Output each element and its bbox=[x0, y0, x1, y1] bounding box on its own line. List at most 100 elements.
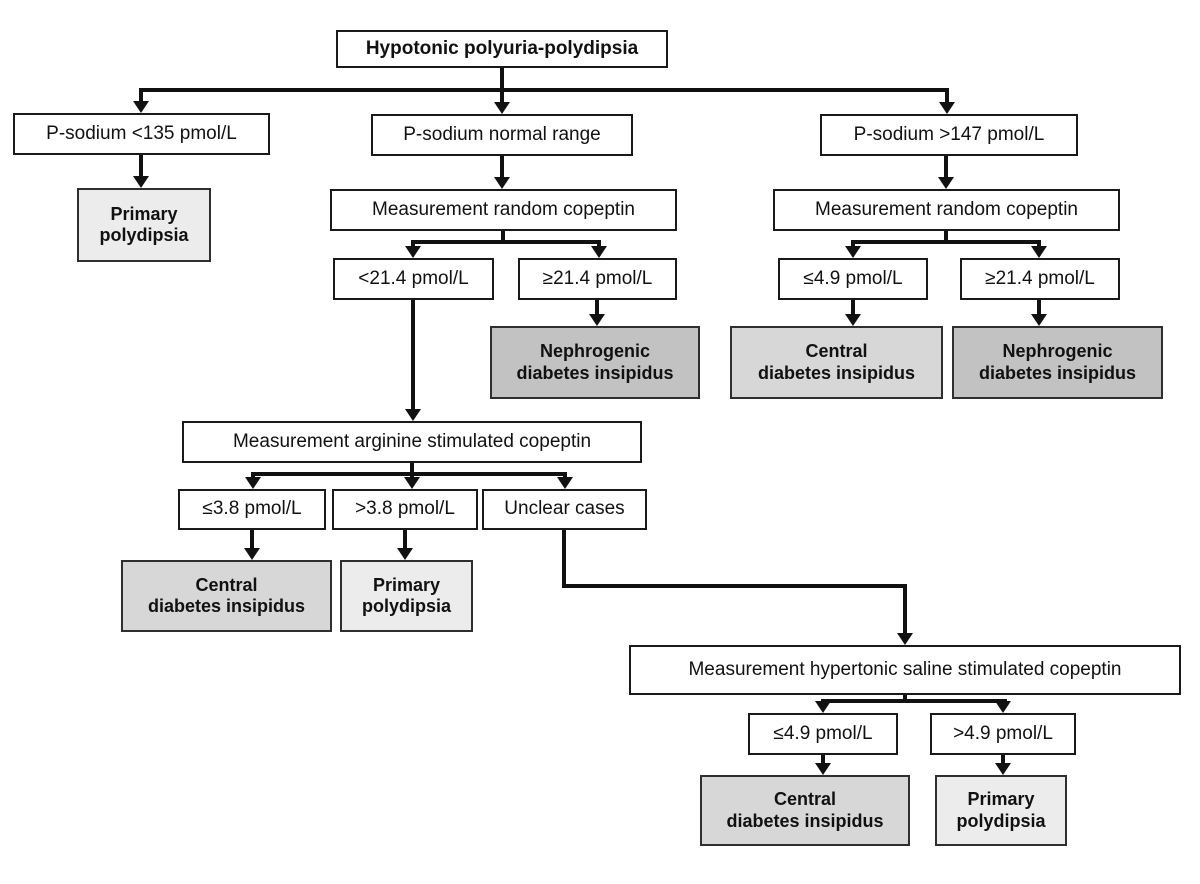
flow-arrowhead bbox=[589, 314, 605, 326]
node-le-4-9-pmol-high-branch: ≤4.9 pmol/L bbox=[778, 258, 928, 300]
node-le-3-8-pmol: ≤3.8 pmol/L bbox=[178, 489, 326, 530]
flow-arrowhead bbox=[995, 763, 1011, 775]
node-label: ≥21.4 pmol/L bbox=[542, 267, 653, 289]
flow-line-vertical bbox=[944, 231, 948, 240]
node-label: Central bbox=[195, 574, 258, 595]
node-label: >4.9 pmol/L bbox=[953, 722, 1053, 744]
node-p-sodium-greater-147: P-sodium >147 pmol/L bbox=[820, 114, 1078, 156]
flow-arrowhead bbox=[494, 102, 510, 114]
node-unclear-cases: Unclear cases bbox=[482, 489, 647, 530]
flow-arrowhead bbox=[245, 477, 261, 489]
flow-arrowhead bbox=[397, 548, 413, 560]
flow-line-vertical bbox=[903, 584, 907, 633]
flow-arrowhead bbox=[557, 477, 573, 489]
node-hypertonic-saline-stimulated-copeptin: Measurement hypertonic saline stimulated… bbox=[629, 645, 1181, 695]
node-label: diabetes insipidus bbox=[978, 362, 1137, 383]
node-le-4-9-pmol-bottom: ≤4.9 pmol/L bbox=[748, 713, 898, 755]
flow-arrowhead bbox=[939, 102, 955, 114]
node-central-di-right: Central diabetes insipidus bbox=[730, 326, 943, 399]
node-label: Primary bbox=[372, 574, 441, 595]
flow-line-vertical bbox=[411, 240, 415, 248]
node-label: polydipsia bbox=[361, 596, 451, 616]
flow-line-vertical bbox=[821, 755, 825, 765]
node-label: P-sodium <135 pmol/L bbox=[46, 122, 237, 144]
flow-line-vertical bbox=[500, 156, 504, 178]
flow-line-vertical bbox=[945, 88, 949, 102]
flow-arrowhead bbox=[1031, 246, 1047, 258]
node-primary-polydipsia-arginine: Primary polydipsia bbox=[340, 560, 473, 632]
node-label: Measurement random copeptin bbox=[815, 198, 1078, 220]
flow-line-vertical bbox=[251, 472, 255, 478]
flow-arrowhead bbox=[244, 548, 260, 560]
node-label: Central bbox=[773, 789, 836, 810]
node-label: Primary bbox=[110, 203, 178, 224]
flow-line-horizontal bbox=[851, 240, 1041, 244]
node-p-sodium-normal-range: P-sodium normal range bbox=[371, 114, 633, 156]
flow-line-vertical bbox=[403, 530, 407, 548]
flow-line-vertical bbox=[597, 240, 601, 248]
flow-line-vertical bbox=[562, 530, 566, 588]
flow-arrowhead bbox=[995, 701, 1011, 713]
node-label: Measurement hypertonic saline stimulated… bbox=[688, 658, 1122, 680]
flow-arrowhead bbox=[1031, 314, 1047, 326]
node-gt-4-9-pmol-bottom: >4.9 pmol/L bbox=[930, 713, 1076, 755]
node-central-di-bottom: Central diabetes insipidus bbox=[700, 775, 910, 846]
node-label: diabetes insipidus bbox=[516, 362, 674, 383]
node-label: ≤4.9 pmol/L bbox=[803, 267, 903, 289]
node-random-copeptin-normal-branch: Measurement random copeptin bbox=[330, 189, 677, 231]
node-label: >3.8 pmol/L bbox=[355, 498, 455, 520]
flow-line-horizontal bbox=[139, 88, 949, 92]
flow-arrowhead bbox=[938, 177, 954, 189]
node-random-copeptin-high-branch: Measurement random copeptin bbox=[773, 189, 1120, 231]
node-label: diabetes insipidus bbox=[757, 362, 916, 383]
flow-line-horizontal bbox=[251, 472, 567, 476]
flow-line-horizontal bbox=[821, 699, 1007, 703]
node-label: Measurement random copeptin bbox=[372, 198, 635, 220]
flow-line-vertical bbox=[1001, 755, 1005, 765]
node-label: diabetes insipidus bbox=[726, 810, 884, 831]
node-label: Hypotonic polyuria-polydipsia bbox=[365, 37, 639, 59]
node-label: diabetes insipidus bbox=[147, 596, 306, 616]
node-label: Nephrogenic bbox=[539, 341, 650, 362]
flow-line-vertical bbox=[139, 155, 143, 177]
node-label: Nephrogenic bbox=[1002, 341, 1113, 362]
node-hypotonic-polyuria-polydipsia: Hypotonic polyuria-polydipsia bbox=[336, 30, 668, 68]
node-label: ≥21.4 pmol/L bbox=[985, 267, 1095, 289]
node-nephrogenic-di-right: Nephrogenic diabetes insipidus bbox=[952, 326, 1163, 399]
flow-arrowhead bbox=[405, 246, 421, 258]
flow-arrowhead bbox=[133, 101, 149, 113]
flow-line-vertical bbox=[851, 300, 855, 314]
flow-arrowhead bbox=[845, 246, 861, 258]
node-label: Primary bbox=[967, 789, 1035, 810]
flow-line-vertical bbox=[410, 472, 414, 478]
flow-arrowhead bbox=[845, 314, 861, 326]
node-label: P-sodium >147 pmol/L bbox=[853, 123, 1045, 145]
node-gt-3-8-pmol: >3.8 pmol/L bbox=[332, 489, 478, 530]
node-label: Central bbox=[805, 341, 868, 362]
node-label: P-sodium normal range bbox=[403, 123, 601, 145]
flow-line-vertical bbox=[139, 88, 143, 102]
flow-line-horizontal bbox=[411, 240, 601, 244]
node-label: Measurement arginine stimulated copeptin bbox=[232, 430, 592, 452]
flow-arrowhead bbox=[404, 477, 420, 489]
flow-line-vertical bbox=[595, 300, 599, 314]
flow-line-vertical bbox=[1037, 240, 1041, 248]
flow-arrowhead bbox=[815, 763, 831, 775]
node-p-sodium-less-135: P-sodium <135 pmol/L bbox=[13, 113, 270, 155]
node-label: ≤4.9 pmol/L bbox=[773, 722, 873, 744]
flow-arrowhead bbox=[897, 633, 913, 645]
flow-line-vertical bbox=[563, 472, 567, 478]
node-label: ≤3.8 pmol/L bbox=[202, 498, 302, 520]
flow-arrowhead bbox=[494, 177, 510, 189]
node-label: Unclear cases bbox=[504, 498, 625, 520]
flow-line-vertical bbox=[851, 240, 855, 248]
node-central-di-arginine: Central diabetes insipidus bbox=[121, 560, 332, 632]
node-ge-21-4-pmol-high-branch: ≥21.4 pmol/L bbox=[960, 258, 1120, 300]
flow-line-vertical bbox=[500, 92, 504, 103]
flow-arrowhead bbox=[405, 409, 421, 421]
flow-arrowhead bbox=[815, 701, 831, 713]
node-arginine-stimulated-copeptin: Measurement arginine stimulated copeptin bbox=[182, 421, 642, 463]
flow-arrowhead bbox=[133, 176, 149, 188]
node-label: <21.4 pmol/L bbox=[358, 267, 469, 289]
